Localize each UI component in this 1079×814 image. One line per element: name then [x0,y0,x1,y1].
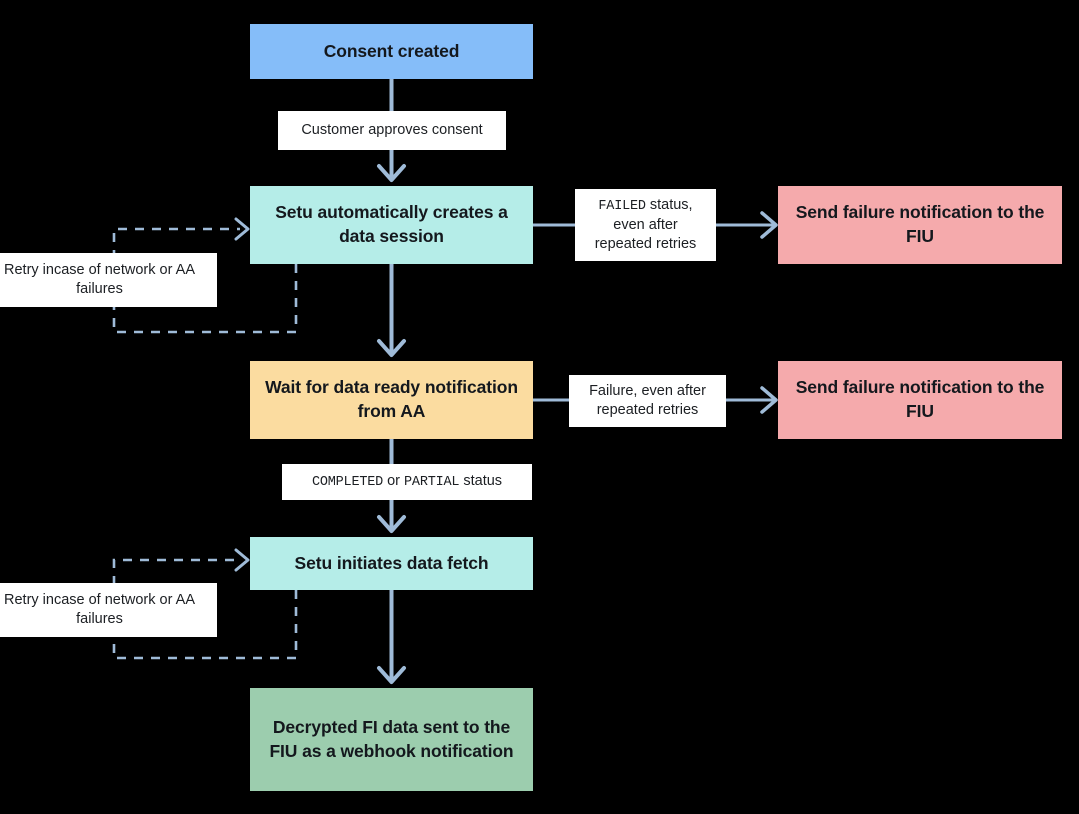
node-label: Wait for data ready notification from AA [265,377,518,421]
edge-label-text: Customer approves consent [301,121,482,140]
edge-label-text: Retry incase of network or AA failures [0,591,207,630]
edge-label-failed-status: FAILED status, even after repeated retri… [575,189,716,261]
label-text: Retry incase of network or AA failures [4,591,195,627]
label-text: or [383,473,405,490]
node-label: Setu automatically creates a data sessio… [275,202,508,246]
edge-label-completed-partial: COMPLETED or PARTIAL status [282,464,532,500]
label-text: Customer approves consent [301,121,483,138]
edge-label-text: FAILED status, even after repeated retri… [595,196,697,255]
node-failure-notification-1[interactable]: Send failure notification to the FIU [778,186,1062,264]
node-data-session[interactable]: Setu automatically creates a data sessio… [250,186,533,264]
node-label: Send failure notification to the FIU [795,202,1045,246]
edge-label-customer-approves: Customer approves consent [278,111,506,150]
node-label: Decrypted FI data sent to the FIU as a w… [269,716,514,761]
edge-label-text: Failure, even after repeated retries [589,382,706,421]
label-text: Failure, even after repeated retries [589,382,706,418]
edge-label-text: Retry incase of network or AA failures [0,261,207,300]
node-label: Consent created [323,40,460,61]
edge-label-retry-network-aa-2: Retry incase of network or AA failures [0,583,217,637]
node-label: Setu initiates data fetch [294,552,489,573]
node-label: Send failure notification to the FIU [795,377,1045,421]
edge-label-failure-even-after: Failure, even after repeated retries [569,375,726,427]
connector-fetch-to-decrypted [377,590,406,684]
node-wait-data-ready[interactable]: Wait for data ready notification from AA [250,361,533,439]
label-text: Retry incase of network or AA failures [4,261,195,297]
label-text: status, even after repeated retries [594,196,697,252]
status-code-text: COMPLETED [311,475,384,491]
node-consent-created[interactable]: Consent created [250,24,533,79]
edge-label-retry-network-aa-1: Retry incase of network or AA failures [0,253,217,307]
label-text: status [459,473,503,490]
edge-label-text: COMPLETED or PARTIAL status [312,472,502,492]
connector-session-to-wait [377,264,406,357]
status-code-text: PARTIAL [404,475,460,491]
node-decrypted-webhook[interactable]: Decrypted FI data sent to the FIU as a w… [250,688,533,791]
status-code-text: FAILED [598,198,646,214]
node-failure-notification-2[interactable]: Send failure notification to the FIU [778,361,1062,439]
node-data-fetch[interactable]: Setu initiates data fetch [250,537,533,590]
